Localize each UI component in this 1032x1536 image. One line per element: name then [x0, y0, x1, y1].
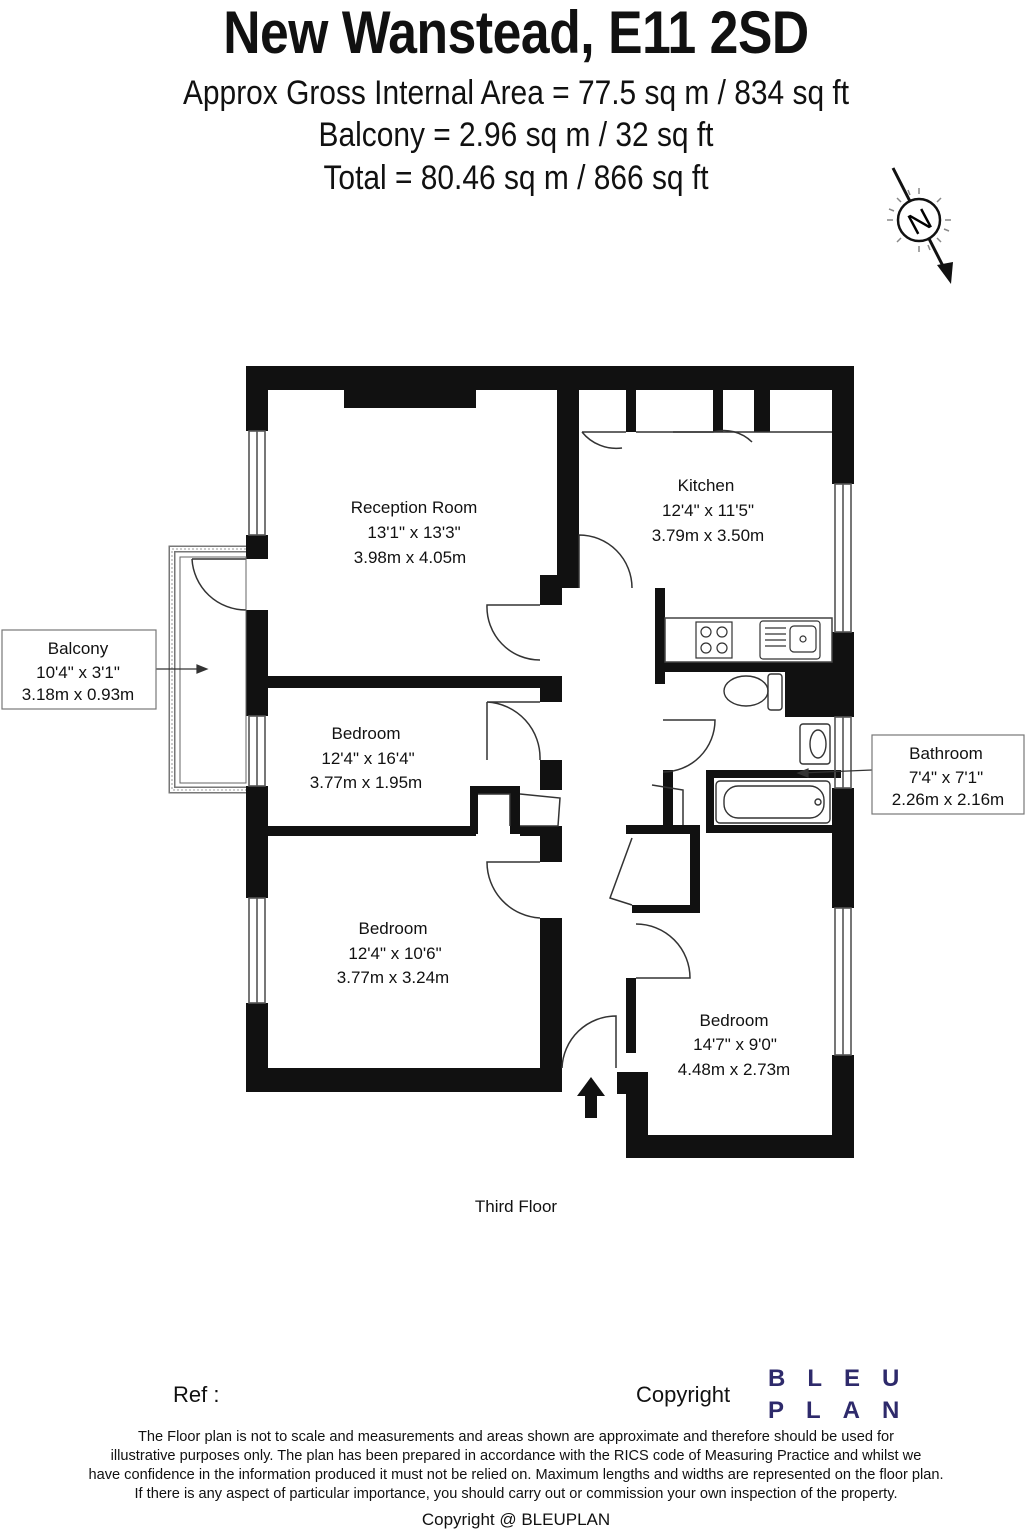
ref-label: Ref : [173, 1382, 220, 1407]
svg-text:4.48m x 2.73m: 4.48m x 2.73m [678, 1060, 790, 1079]
logo-line-1: BLEU [768, 1365, 922, 1392]
room-label-reception: Reception Room 13'1" x 13'3" 3.98m x 4.0… [351, 498, 478, 567]
svg-text:12'4" x 10'6": 12'4" x 10'6" [348, 944, 441, 963]
disclaimer-line-3: have confidence in the information produ… [88, 1467, 944, 1483]
hob-icon [695, 621, 733, 659]
footer-copyright: Copyright @ BLEUPLAN [421, 1510, 611, 1529]
gross-area-line: Approx Gross Internal Area = 77.5 sq m /… [182, 74, 850, 112]
bathtub-icon [715, 780, 831, 824]
balcony-label-box [1, 629, 157, 710]
sink-icon [759, 620, 821, 660]
room-label-bedroom-1: Bedroom 12'4" x 16'4" 3.77m x 1.95m [310, 724, 422, 792]
svg-text:3.77m x 1.95m: 3.77m x 1.95m [310, 773, 422, 792]
room-label-balcony: Balcony 10'4" x 3'1" 3.18m x 0.93m [22, 639, 134, 704]
svg-text:Balcony: Balcony [48, 639, 109, 658]
svg-text:12'4" x 16'4": 12'4" x 16'4" [321, 749, 414, 768]
compass-icon: N [887, 167, 953, 284]
disclaimer: The Floor plan is not to scale and measu… [20, 1428, 1012, 1504]
room-label-kitchen: Kitchen 12'4" x 11'5" 3.79m x 3.50m [652, 476, 764, 545]
door-swings [191, 429, 832, 1069]
bathroom-label-box [871, 734, 1025, 815]
svg-text:3.77m x 3.24m: 3.77m x 3.24m [337, 968, 449, 987]
svg-text:2.26m x 2.16m: 2.26m x 2.16m [892, 790, 1004, 809]
svg-text:14'7" x 9'0": 14'7" x 9'0" [693, 1035, 777, 1054]
room-label-bedroom-2: Bedroom 12'4" x 10'6" 3.77m x 3.24m [337, 919, 449, 987]
room-label-bathroom: Bathroom 7'4" x 7'1" 2.26m x 2.16m [892, 744, 1004, 809]
disclaimer-line-1: The Floor plan is not to scale and measu… [137, 1429, 895, 1445]
svg-text:Bedroom: Bedroom [332, 724, 401, 743]
toilet-icon [723, 673, 783, 711]
bathroom-fixtures [715, 673, 831, 824]
svg-text:3.98m x 4.05m: 3.98m x 4.05m [354, 548, 466, 567]
floor-label: Third Floor [474, 1197, 558, 1216]
svg-text:13'1" x 13'3": 13'1" x 13'3" [367, 523, 460, 542]
svg-text:10'4" x 3'1": 10'4" x 3'1" [36, 663, 120, 682]
svg-text:Kitchen: Kitchen [678, 476, 735, 495]
entrance-arrow-icon [577, 1077, 605, 1118]
total-area-line: Total = 80.46 sq m / 866 sq ft [323, 159, 709, 197]
svg-text:12'4" x 11'5": 12'4" x 11'5" [662, 501, 754, 520]
svg-text:Reception Room: Reception Room [351, 498, 478, 517]
svg-text:7'4" x 7'1": 7'4" x 7'1" [909, 768, 983, 787]
walls [246, 366, 854, 1158]
svg-text:3.18m x 0.93m: 3.18m x 0.93m [22, 685, 134, 704]
svg-text:Bedroom: Bedroom [359, 919, 428, 938]
room-label-bedroom-3: Bedroom 14'7" x 9'0" 4.48m x 2.73m [678, 1011, 790, 1079]
bleuplan-logo: BLEU PLAN [768, 1363, 921, 1427]
svg-text:3.79m x 3.50m: 3.79m x 3.50m [652, 526, 764, 545]
balcony-area-line: Balcony = 2.96 sq m / 32 sq ft [318, 116, 714, 154]
kitchen-units [664, 617, 833, 663]
svg-text:Bedroom: Bedroom [700, 1011, 769, 1030]
washbasin-icon [799, 723, 831, 765]
logo-line-2: PLAN [768, 1397, 922, 1424]
windows [248, 430, 852, 1056]
disclaimer-line-2: illustrative purposes only. The plan has… [110, 1448, 922, 1464]
disclaimer-line-4: If there is any aspect of particular imp… [134, 1486, 898, 1502]
page-title: New Wanstead, E11 2SD [223, 0, 809, 66]
callout-arrows [156, 664, 873, 778]
svg-text:Bathroom: Bathroom [909, 744, 983, 763]
copyright-label: Copyright [636, 1382, 731, 1407]
